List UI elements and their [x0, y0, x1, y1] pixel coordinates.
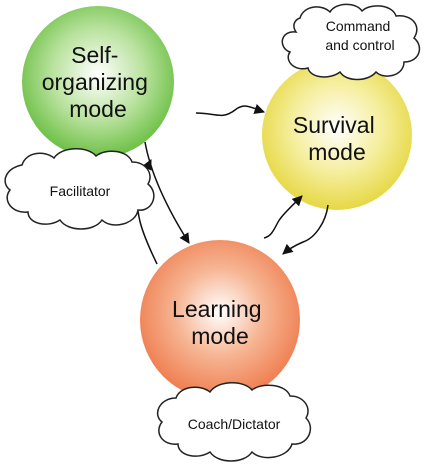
survival-mode-label-line-2: mode: [308, 139, 366, 165]
command-and-control-label-line-1: Command: [326, 18, 391, 34]
learning-mode-node: Learning mode: [140, 240, 300, 400]
command-and-control-cloud: Command and control: [281, 3, 421, 81]
learning-mode-label: Learning mode: [172, 296, 268, 349]
self-organizing-mode-node: Self- organizing mode: [22, 6, 174, 158]
arrow-survival-to-learning: [282, 204, 329, 255]
arrow-learning-to-survival: [263, 195, 303, 239]
self-organizing-mode-label-line-3: mode: [69, 96, 127, 122]
learning-mode-circle: [140, 240, 300, 400]
arrow-self-organizing-to-learning: [144, 141, 190, 244]
arrow-self-organizing-to-survival: [195, 104, 265, 117]
command-and-control-cloud-shape: [281, 3, 421, 81]
command-and-control-label: Command and control: [325, 18, 394, 53]
facilitator-cloud-shape: [4, 148, 155, 230]
self-organizing-mode-label: Self- organizing mode: [42, 42, 155, 122]
learning-mode-label-line-1: Learning: [172, 296, 262, 322]
command-and-control-label-line-2: and control: [325, 37, 394, 53]
facilitator-label-line-1: Facilitator: [50, 183, 111, 199]
self-organizing-mode-circle: [22, 6, 174, 158]
facilitator-cloud: Facilitator: [4, 148, 155, 230]
survival-mode-label: Survival mode: [293, 112, 381, 165]
facilitator-label: Facilitator: [50, 183, 111, 199]
survival-mode-node: Survival mode: [262, 60, 412, 210]
coach-dictator-cloud-shape: [156, 382, 312, 462]
learning-mode-label-line-2: mode: [191, 323, 249, 349]
self-organizing-mode-label-line-2: organizing: [42, 69, 148, 95]
coach-dictator-label: Coach/Dictator: [188, 416, 281, 432]
coach-dictator-label-line-1: Coach/Dictator: [188, 416, 281, 432]
survival-mode-label-line-1: Survival: [293, 112, 375, 138]
survival-mode-circle: [262, 60, 412, 210]
coach-dictator-cloud: Coach/Dictator: [156, 382, 312, 462]
self-organizing-mode-label-line-1: Self-: [71, 42, 118, 68]
